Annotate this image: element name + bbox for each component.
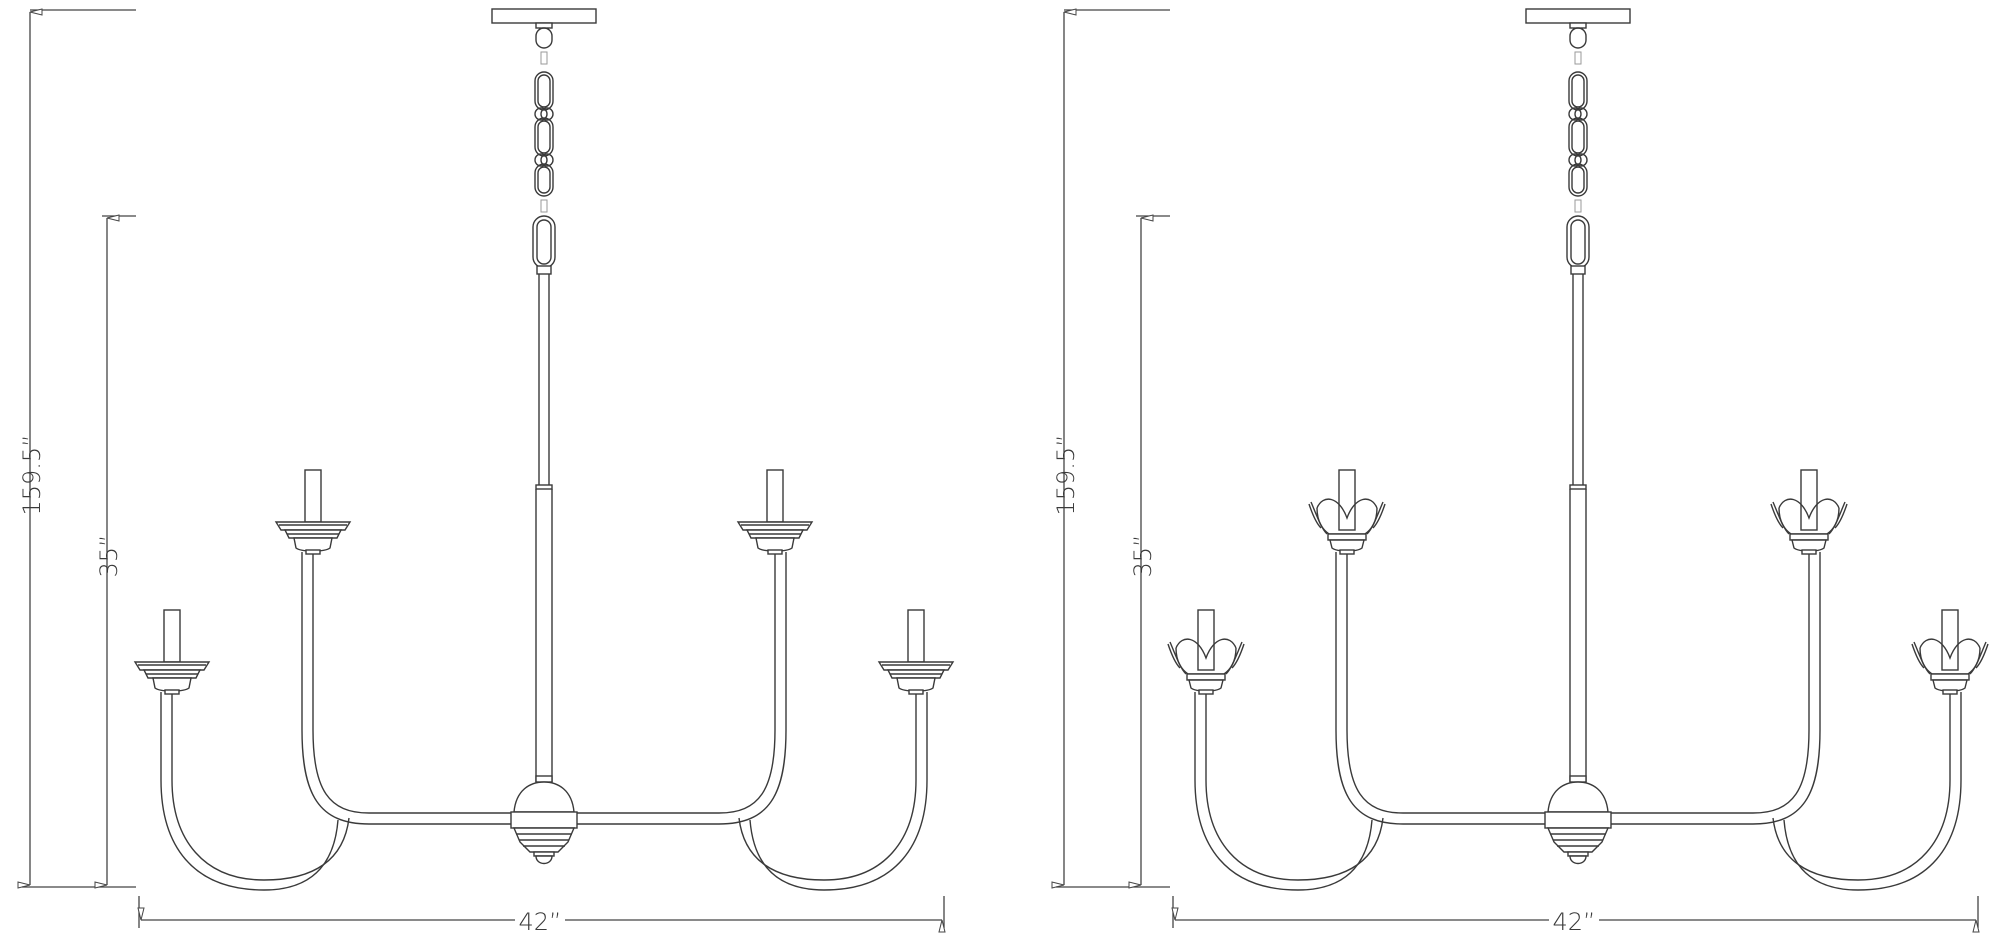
width-dimension: 42” xyxy=(1171,896,1980,936)
chandelier-drawing-petal-cups: 159.5” 35” 42” xyxy=(1051,8,1989,936)
width-label: 42” xyxy=(519,908,562,936)
chandelier-body xyxy=(134,8,954,891)
canopy-chain-rod xyxy=(491,8,597,783)
fixture-height-dimension: 35” xyxy=(94,214,136,889)
candle-cup-outer-left xyxy=(134,609,210,695)
petal-cup-inner-right xyxy=(1770,469,1848,555)
center-ball-finial xyxy=(510,781,578,865)
fixture-height-label: 35” xyxy=(95,535,123,578)
petal-cup-outer-right xyxy=(1911,609,1989,695)
candle-cup-outer-right xyxy=(878,609,954,695)
overall-height-dimension: 159.5” xyxy=(17,8,136,889)
petal-cup-inner-left xyxy=(1308,469,1386,555)
center-ball-finial xyxy=(1544,781,1612,865)
chandelier-drawing-stepped-cups: 159.5” 35” 42” xyxy=(17,8,954,936)
fixture-height-label: 35” xyxy=(1129,535,1157,578)
fixture-height-dimension: 35” xyxy=(1128,214,1170,889)
petal-cup-outer-left xyxy=(1167,609,1245,695)
width-dimension: 42” xyxy=(137,896,946,936)
overall-height-dimension: 159.5” xyxy=(1051,8,1170,889)
overall-height-label: 159.5” xyxy=(1052,434,1080,515)
canopy-chain-rod xyxy=(1525,8,1631,783)
width-label: 42” xyxy=(1553,908,1596,936)
candle-cup-inner-left xyxy=(275,469,351,555)
overall-height-label: 159.5” xyxy=(18,434,46,515)
candle-cup-inner-right xyxy=(737,469,813,555)
chandelier-body xyxy=(1167,8,1989,891)
